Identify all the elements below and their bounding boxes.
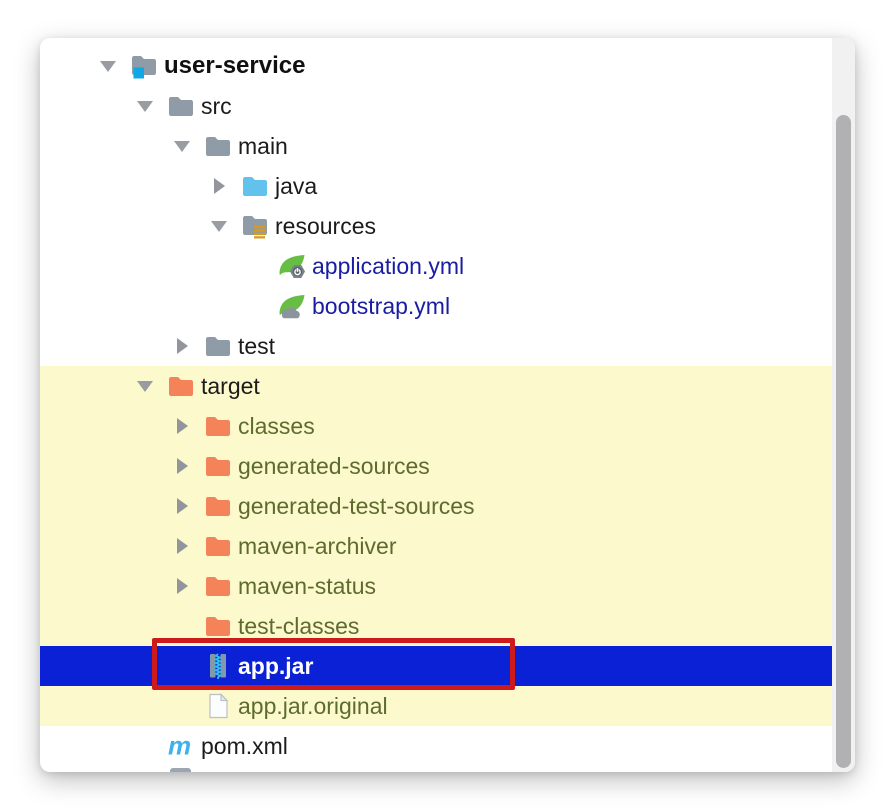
tree-item-label: generated-sources xyxy=(238,452,430,479)
folder-icon xyxy=(204,333,232,359)
tree-item-maven-archiver[interactable]: maven-archiver xyxy=(40,526,832,566)
project-tree-panel: user-service src main java resources app… xyxy=(40,38,855,772)
resources-folder-icon xyxy=(241,213,269,239)
collapsed-arrow-icon[interactable] xyxy=(170,334,194,358)
no-arrow xyxy=(133,734,157,758)
excluded-folder-icon xyxy=(204,413,232,439)
indent-spacer xyxy=(96,306,244,307)
expanded-arrow-icon[interactable] xyxy=(133,374,157,398)
clipped-icon xyxy=(170,768,191,772)
tree-item-app-jar[interactable]: app.jar xyxy=(40,646,832,686)
tree-item-test[interactable]: test xyxy=(40,326,832,366)
tree-item-label: target xyxy=(201,372,260,399)
tree-item-generated-test-sources[interactable]: generated-test-sources xyxy=(40,486,832,526)
collapsed-arrow-icon[interactable] xyxy=(170,574,194,598)
expanded-arrow-icon[interactable] xyxy=(207,214,231,238)
folder-icon xyxy=(167,93,195,119)
indent-spacer xyxy=(96,346,170,347)
indent-spacer xyxy=(96,466,170,467)
indent-spacer xyxy=(96,626,170,627)
tree-item-label: java xyxy=(275,172,318,199)
indent-spacer xyxy=(96,586,170,587)
indent-spacer xyxy=(96,146,170,147)
tree-item-label: main xyxy=(238,132,288,159)
indent-spacer xyxy=(96,266,244,267)
tree-item-test-classes[interactable]: test-classes xyxy=(40,606,832,646)
expanded-arrow-icon[interactable] xyxy=(133,94,157,118)
collapsed-arrow-icon[interactable] xyxy=(170,414,194,438)
tree-item-label: app.jar xyxy=(238,652,314,679)
no-arrow xyxy=(170,694,194,718)
tree-item-label: maven-status xyxy=(238,572,377,599)
tree-item-java[interactable]: java xyxy=(40,166,832,206)
collapsed-arrow-icon[interactable] xyxy=(170,534,194,558)
indent-spacer xyxy=(96,746,133,747)
file-icon xyxy=(204,693,232,719)
scrollbar-thumb[interactable] xyxy=(836,115,851,768)
tree-item-label: pom.xml xyxy=(201,732,288,759)
indent-spacer xyxy=(96,186,207,187)
spring-config-icon xyxy=(278,293,306,319)
collapsed-arrow-icon[interactable] xyxy=(207,174,231,198)
excluded-folder-icon xyxy=(167,373,195,399)
tree-item-label: test-classes xyxy=(238,612,360,639)
indent-spacer xyxy=(96,706,170,707)
expanded-arrow-icon[interactable] xyxy=(96,54,120,78)
tree-item-resources[interactable]: resources xyxy=(40,206,832,246)
scrollbar-track[interactable] xyxy=(832,38,855,772)
indent-spacer xyxy=(96,506,170,507)
tree-item-label: bootstrap.yml xyxy=(312,292,451,319)
tree-item-classes[interactable]: classes xyxy=(40,406,832,446)
tree-item-generated-sources[interactable]: generated-sources xyxy=(40,446,832,486)
tree-item-user-service[interactable]: user-service xyxy=(40,46,832,86)
tree-item-label: src xyxy=(201,92,232,119)
tree-item-label: resources xyxy=(275,212,376,239)
tree-item-target[interactable]: target xyxy=(40,366,832,406)
collapsed-arrow-icon[interactable] xyxy=(170,454,194,478)
no-arrow xyxy=(244,294,268,318)
collapsed-arrow-icon[interactable] xyxy=(170,494,194,518)
expanded-arrow-icon[interactable] xyxy=(170,134,194,158)
tree-item-pom-xml[interactable]: pom.xml xyxy=(40,726,832,766)
archive-icon xyxy=(204,653,232,679)
indent-spacer xyxy=(96,106,133,107)
tree-item-main[interactable]: main xyxy=(40,126,832,166)
tree-item-label: app.jar.original xyxy=(238,692,388,719)
sources-folder-icon xyxy=(241,173,269,199)
tree-item-label: maven-archiver xyxy=(238,532,397,559)
tree-item-src[interactable]: src xyxy=(40,86,832,126)
tree-item-application-yml[interactable]: application.yml xyxy=(40,246,832,286)
partially-visible-row xyxy=(40,766,832,772)
excluded-folder-icon xyxy=(204,533,232,559)
project-tree: user-service src main java resources app… xyxy=(40,38,832,772)
tree-item-label: application.yml xyxy=(312,252,465,279)
excluded-folder-icon xyxy=(204,453,232,479)
tree-item-bootstrap-yml[interactable]: bootstrap.yml xyxy=(40,286,832,326)
excluded-folder-icon xyxy=(204,573,232,599)
tree-item-label: user-service xyxy=(164,52,306,79)
indent-spacer xyxy=(96,546,170,547)
indent-spacer xyxy=(96,386,133,387)
no-arrow xyxy=(244,254,268,278)
project-folder-icon xyxy=(130,53,158,79)
tree-item-maven-status[interactable]: maven-status xyxy=(40,566,832,606)
indent-spacer xyxy=(96,666,170,667)
excluded-folder-icon xyxy=(204,613,232,639)
tree-item-label: generated-test-sources xyxy=(238,492,475,519)
tree-item-label: classes xyxy=(238,412,315,439)
maven-icon xyxy=(167,733,195,759)
no-arrow xyxy=(170,654,194,678)
tree-item-app-jar-original[interactable]: app.jar.original xyxy=(40,686,832,726)
no-arrow xyxy=(170,614,194,638)
folder-icon xyxy=(204,133,232,159)
indent-spacer xyxy=(96,226,207,227)
spring-boot-config-icon xyxy=(278,253,306,279)
indent-spacer xyxy=(96,426,170,427)
excluded-folder-icon xyxy=(204,493,232,519)
tree-item-label: test xyxy=(238,332,276,359)
